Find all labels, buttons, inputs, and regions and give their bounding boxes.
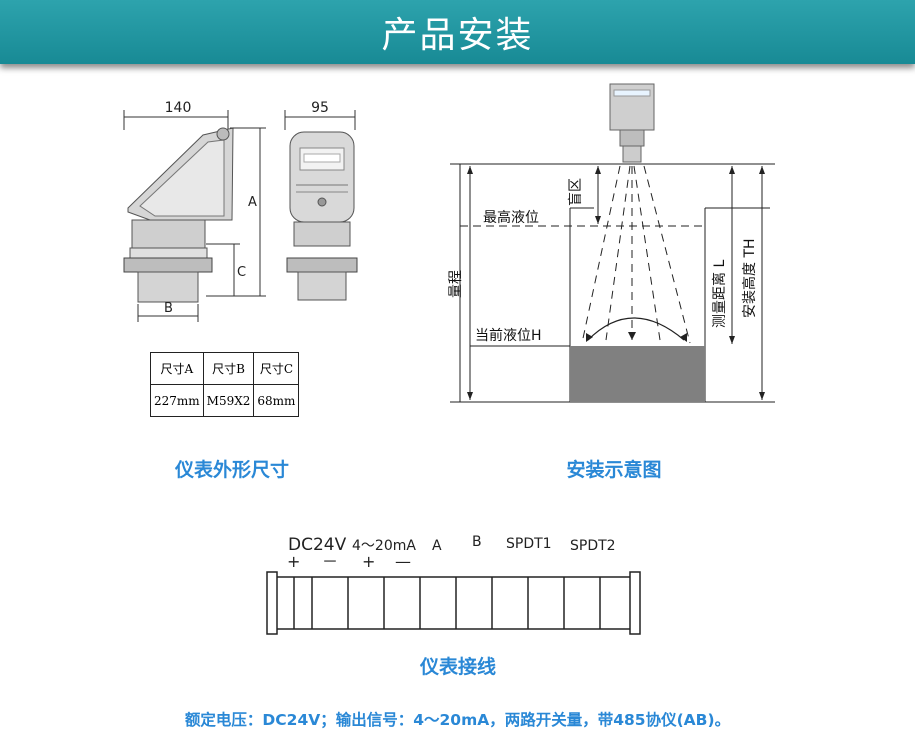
- width-95-label: 95: [311, 100, 329, 116]
- polarity-plus-1: +: [287, 552, 300, 571]
- table-cell: M59X2: [202, 384, 255, 417]
- table-row: 227mm M59X2 68mm: [150, 384, 300, 417]
- current-level-label: 当前液位H: [475, 327, 542, 344]
- installation-caption: 安装示意图: [566, 459, 662, 481]
- terminal-label-dc24v: DC24V: [288, 535, 347, 555]
- table-header: 尺寸C: [253, 352, 300, 385]
- wiring-caption: 仪表接线: [419, 656, 496, 678]
- polarity-minus-2: —: [395, 552, 411, 571]
- width-140-label: 140: [165, 100, 192, 116]
- header-banner: 产品安装: [0, 0, 915, 64]
- dimensions-caption: 仪表外形尺寸: [174, 459, 289, 481]
- dimension-table: 尺寸A 尺寸B 尺寸C 227mm M59X2 68mm: [150, 352, 300, 417]
- installation-diagram: 盲区 量程 最高液位 当前液位H 测量距离 L 安装高度 TH: [448, 83, 775, 403]
- terminal-label-a: A: [432, 538, 442, 554]
- table-header: 尺寸B: [202, 352, 255, 385]
- table-cell: 68mm: [253, 384, 300, 417]
- dimension-drawing: 140 B C A 95: [123, 100, 358, 322]
- measure-distance-label: 测量距离 L: [711, 260, 728, 328]
- polarity-minus-1: －: [322, 552, 338, 571]
- terminal-label-b: B: [472, 534, 482, 550]
- blind-zone-label: 盲区: [567, 178, 584, 206]
- rated-specs-note: 额定电压：DC24V；输出信号：4～20mA，两路开关量，带485协仪(AB)。: [184, 711, 731, 729]
- max-level-label: 最高液位: [483, 209, 539, 226]
- wiring-diagram: DC24V 4～20mA A B SPDT1 SPDT2 + － + —: [266, 534, 641, 635]
- install-height-label: 安装高度 TH: [741, 238, 758, 318]
- dim-c-label: C: [237, 265, 246, 280]
- range-label: 量程: [448, 270, 464, 298]
- terminal-label-4-20ma: 4～20mA: [352, 538, 416, 554]
- dim-b-label: B: [164, 301, 173, 316]
- table-header-row: 尺寸A 尺寸B 尺寸C: [150, 352, 300, 385]
- table-cell: 227mm: [150, 384, 204, 417]
- page-title: 产品安装: [381, 15, 534, 56]
- dim-a-label: A: [248, 195, 257, 210]
- terminal-label-spdt1: SPDT1: [506, 536, 552, 552]
- polarity-plus-2: +: [362, 552, 375, 571]
- table-header: 尺寸A: [150, 352, 204, 385]
- terminal-label-spdt2: SPDT2: [570, 538, 616, 554]
